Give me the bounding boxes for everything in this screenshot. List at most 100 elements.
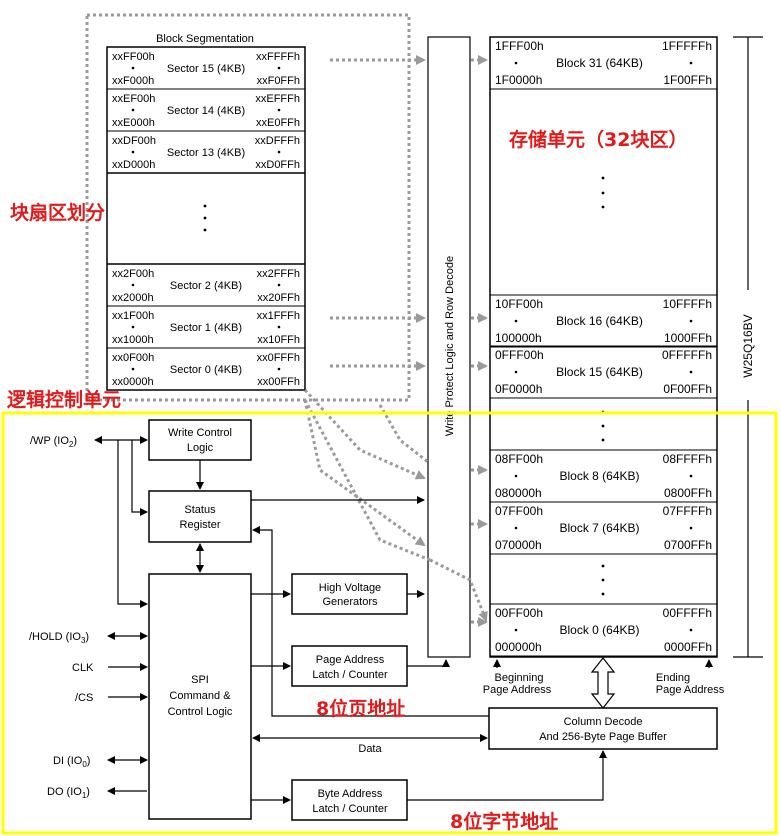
memory-column-double-arrow xyxy=(590,657,616,709)
sector-0-name: Sector 15 (4KB) xyxy=(167,63,245,75)
beginning-label-2: Page Address xyxy=(483,684,552,696)
sector-5-addr-top-start: xx0F00h xyxy=(112,352,154,364)
memory-ellipsis-upper xyxy=(601,176,605,209)
sector-1-name: Sector 14 (4KB) xyxy=(167,105,245,117)
signal-wires xyxy=(94,436,607,804)
block-0-name: Block 31 (64KB) xyxy=(556,56,643,70)
block-5-addr-bottom-start: 000000h xyxy=(495,640,542,654)
block-1-addr-bottom-start: 100000h xyxy=(495,331,542,345)
beginning-label-1: Beginning xyxy=(495,672,544,684)
block-1-addr-bottom-end: 1000FFh xyxy=(664,331,712,345)
spi-line1: SPI xyxy=(191,674,209,686)
data-bus-label: Data xyxy=(358,743,382,755)
sector-ellipsis xyxy=(203,204,207,232)
sector-3-name: Sector 2 (4KB) xyxy=(170,280,242,292)
block-5-dot-left xyxy=(514,628,518,632)
block-2-addr-top-end: 0FFFFFh xyxy=(662,348,712,362)
sector-3-addr-bottom-end: xx20FFh xyxy=(257,292,300,304)
sector-4-dot-right xyxy=(277,325,281,329)
spi-control-box xyxy=(148,573,252,820)
block-4-name: Block 7 (64KB) xyxy=(559,521,639,535)
sector-4-addr-top-start: xx1F00h xyxy=(112,310,154,322)
block-1-name: Block 16 (64KB) xyxy=(556,314,643,328)
chip-size-bracket xyxy=(733,36,763,658)
sector-2-name: Sector 13 (4KB) xyxy=(167,147,245,159)
column-decode-line2: And 256-Byte Page Buffer xyxy=(539,731,667,743)
annotation-logic-control: 逻辑控制单元 xyxy=(7,388,121,411)
sector-4-name: Sector 1 (4KB) xyxy=(170,322,242,334)
block-0-addr-bottom-end: 1F00FFh xyxy=(663,73,712,87)
memory-ellipsis-middle xyxy=(601,410,605,442)
annotation-page-addr: 8位页地址 xyxy=(316,697,405,720)
block-2-dot-left xyxy=(514,370,518,374)
sector-0-addr-bottom-end: xxF0FFh xyxy=(257,75,300,87)
block-2-dot-right xyxy=(689,370,693,374)
status-register-line2: Register xyxy=(180,519,221,531)
annotation-byte-addr: 8位字节地址 xyxy=(450,810,558,833)
block-4-dot-right xyxy=(689,526,693,530)
sector-2-dot-left xyxy=(131,150,135,154)
sector-5-border xyxy=(106,347,306,391)
pin-do-label: DO (IO1) xyxy=(47,786,90,800)
block-3-name: Block 8 (64KB) xyxy=(559,469,639,483)
sector-5-addr-bottom-end: xx00FFh xyxy=(257,376,300,388)
block-4-addr-bottom-end: 0700FFh xyxy=(664,538,712,552)
block-1-addr-top-start: 10FF00h xyxy=(495,297,543,311)
block-1-addr-top-end: 10FFFFh xyxy=(663,297,712,311)
chip-label: W25Q16BV xyxy=(741,314,755,377)
sector-1-addr-top-end: xxEFFFh xyxy=(255,93,300,105)
write-protect-bar xyxy=(427,36,471,658)
page-latch-line1: Page Address xyxy=(316,654,385,666)
write-control-line2: Logic xyxy=(187,442,214,454)
block-0-addr-top-end: 1FFFFFh xyxy=(662,39,712,53)
sector-2-addr-bottom-end: xxD0FFh xyxy=(255,159,300,171)
write-control-line1: Write Control xyxy=(168,427,232,439)
column-decode-line1: Column Decode xyxy=(564,716,643,728)
pin-hold-label: /HOLD (IO3) xyxy=(29,631,89,645)
sector-1-addr-bottom-start: xxE000h xyxy=(112,117,155,129)
block-2-addr-top-start: 0FFF00h xyxy=(495,348,544,362)
high-voltage-line1: High Voltage xyxy=(319,582,381,594)
block-4-dot-left xyxy=(514,526,518,530)
sector-3-dot-right xyxy=(277,283,281,287)
sector-0-addr-top-start: xxFF00h xyxy=(112,51,155,63)
sector-0-dot-right xyxy=(277,66,281,70)
sector-5-name: Sector 0 (4KB) xyxy=(170,364,242,376)
annotation-storage: 存储单元（32块区） xyxy=(509,128,687,151)
sector-5-addr-top-end: xx0FFFh xyxy=(257,352,300,364)
block-3-addr-bottom-end: 0800FFh xyxy=(664,486,712,500)
block-2-addr-bottom-start: 0F0000h xyxy=(495,382,542,396)
sector-0-addr-bottom-start: xxF000h xyxy=(112,75,154,87)
write-protect-label: Write Protect Logic and Row Decode xyxy=(444,256,456,436)
block-3-dot-right xyxy=(689,474,693,478)
block-5-dot-right xyxy=(689,628,693,632)
sector-0-addr-top-end: xxFFFFh xyxy=(256,51,300,63)
block-3-dot-left xyxy=(514,474,518,478)
status-register-box xyxy=(148,490,252,543)
sector-0-dot-left xyxy=(131,66,135,70)
block-5-border xyxy=(489,603,718,657)
sector-2-addr-bottom-start: xxD000h xyxy=(112,159,155,171)
block-0-dot-right xyxy=(689,61,693,65)
ending-label-2: Page Address xyxy=(656,684,725,696)
sector-3-addr-bottom-start: xx2000h xyxy=(112,292,154,304)
sector-2-dot-right xyxy=(277,150,281,154)
block-5-addr-top-start: 00FF00h xyxy=(495,606,543,620)
annotation-sector-division: 块扇区划分 xyxy=(10,201,105,224)
sector-1-addr-bottom-end: xxE0FFh xyxy=(256,117,300,129)
block-5-name: Block 0 (64KB) xyxy=(559,623,639,637)
block-0-addr-bottom-start: 1F0000h xyxy=(495,73,542,87)
byte-latch-box xyxy=(291,779,408,821)
block-0-dot-left xyxy=(514,61,518,65)
status-register-line1: Status xyxy=(184,504,216,516)
sector-5-dot-right xyxy=(277,367,281,371)
